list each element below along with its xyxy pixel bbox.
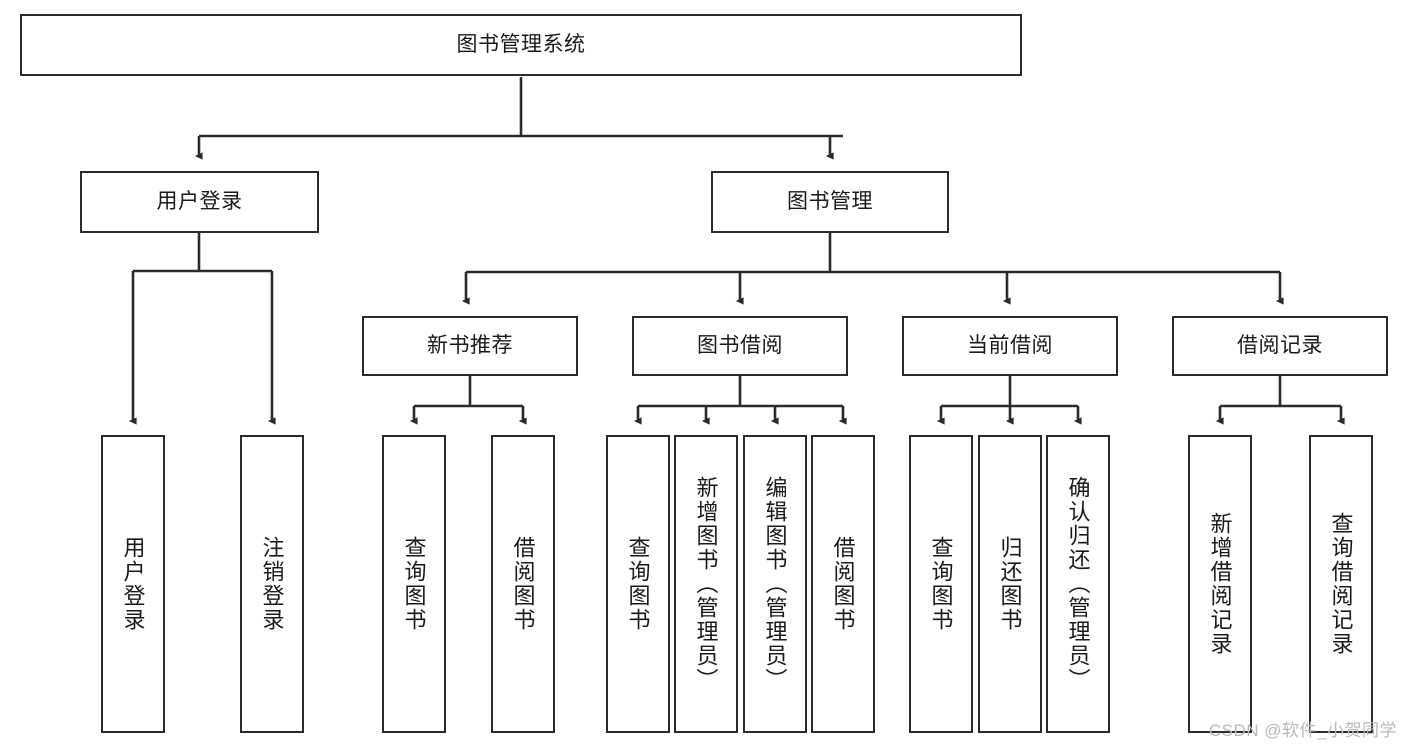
node-borrow-record-label: 借阅记录 bbox=[1237, 333, 1323, 357]
node-leaf-borrow-book-1-label: 借阅图书 bbox=[510, 536, 536, 632]
node-user-login-label: 用户登录 bbox=[156, 189, 243, 213]
node-user-login[interactable]: 用户登录 bbox=[80, 171, 319, 233]
node-leaf-confirm-return-label: 确认归还（管理员） bbox=[1065, 476, 1091, 692]
node-leaf-edit-book[interactable]: 编辑图书（管理员） bbox=[743, 435, 807, 733]
node-root[interactable]: 图书管理系统 bbox=[20, 14, 1022, 76]
node-leaf-add-record[interactable]: 新增借阅记录 bbox=[1188, 435, 1252, 733]
node-leaf-query-book-2[interactable]: 查询图书 bbox=[606, 435, 670, 733]
node-book-borrow-label: 图书借阅 bbox=[697, 333, 783, 357]
node-leaf-query-book-1[interactable]: 查询图书 bbox=[382, 435, 446, 733]
node-current-borrow[interactable]: 当前借阅 bbox=[902, 316, 1118, 376]
node-new-book-recommend[interactable]: 新书推荐 bbox=[362, 316, 578, 376]
node-book-management[interactable]: 图书管理 bbox=[711, 171, 949, 233]
node-leaf-return-book-label: 归还图书 bbox=[997, 536, 1023, 632]
node-current-borrow-label: 当前借阅 bbox=[967, 333, 1053, 357]
node-leaf-query-book-2-label: 查询图书 bbox=[625, 536, 651, 632]
node-book-management-label: 图书管理 bbox=[787, 189, 873, 213]
node-leaf-query-record-label: 查询借阅记录 bbox=[1328, 512, 1354, 656]
node-leaf-add-book-label: 新增图书（管理员） bbox=[693, 476, 719, 692]
node-leaf-add-book[interactable]: 新增图书（管理员） bbox=[674, 435, 738, 733]
node-leaf-confirm-return[interactable]: 确认归还（管理员） bbox=[1046, 435, 1110, 733]
node-leaf-borrow-book-1[interactable]: 借阅图书 bbox=[491, 435, 555, 733]
node-leaf-borrow-book-2-label: 借阅图书 bbox=[830, 536, 856, 632]
node-leaf-query-book-3-label: 查询图书 bbox=[928, 536, 954, 632]
node-book-borrow[interactable]: 图书借阅 bbox=[632, 316, 848, 376]
node-leaf-user-login-label: 用户登录 bbox=[120, 536, 146, 632]
node-leaf-query-record[interactable]: 查询借阅记录 bbox=[1309, 435, 1373, 733]
node-leaf-logout-login[interactable]: 注销登录 bbox=[240, 435, 304, 733]
node-leaf-logout-login-label: 注销登录 bbox=[259, 536, 285, 632]
node-leaf-query-book-3[interactable]: 查询图书 bbox=[909, 435, 973, 733]
node-leaf-edit-book-label: 编辑图书（管理员） bbox=[762, 476, 788, 692]
node-leaf-add-record-label: 新增借阅记录 bbox=[1207, 512, 1233, 656]
node-leaf-query-book-1-label: 查询图书 bbox=[401, 536, 427, 632]
node-leaf-borrow-book-2[interactable]: 借阅图书 bbox=[811, 435, 875, 733]
node-root-label: 图书管理系统 bbox=[456, 32, 586, 56]
node-leaf-return-book[interactable]: 归还图书 bbox=[978, 435, 1042, 733]
node-new-book-recommend-label: 新书推荐 bbox=[427, 333, 513, 357]
node-leaf-user-login[interactable]: 用户登录 bbox=[101, 435, 165, 733]
node-borrow-record[interactable]: 借阅记录 bbox=[1172, 316, 1388, 376]
